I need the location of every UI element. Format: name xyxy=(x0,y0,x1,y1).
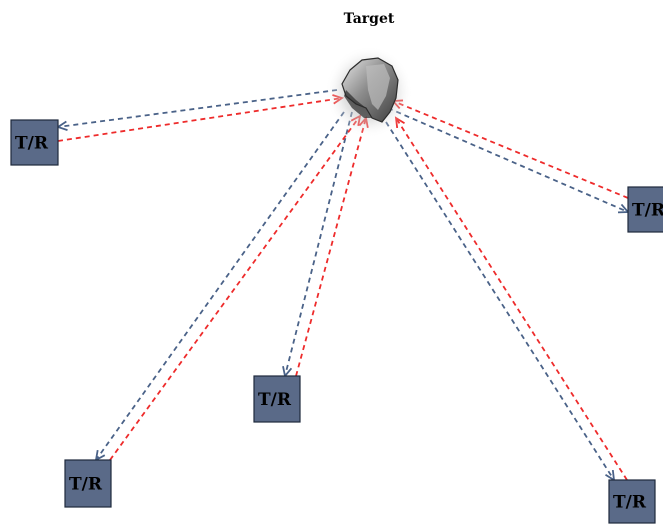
transmit-link-5 xyxy=(395,117,628,481)
tr-node-4: T/R xyxy=(64,459,112,508)
target-label: Target xyxy=(344,11,395,27)
tr-nodes: T/R T/R T/R T/R T/R xyxy=(10,119,663,524)
tr-label: T/R xyxy=(69,475,103,495)
target: Target xyxy=(325,11,413,138)
tr-label: T/R xyxy=(15,134,49,154)
tr-box xyxy=(64,459,112,508)
tr-label: T/R xyxy=(258,390,292,410)
transmit-link-1 xyxy=(57,97,343,142)
tr-box xyxy=(10,119,59,166)
receive-link-2 xyxy=(387,107,629,213)
receive-link-1 xyxy=(57,89,338,128)
tr-box xyxy=(627,186,663,233)
transmit-link-2 xyxy=(392,100,629,199)
receive-arrow-4 xyxy=(94,449,106,462)
signal-links xyxy=(55,89,630,482)
tr-node-1: T/R xyxy=(10,119,59,166)
target-shadow xyxy=(344,90,372,118)
tr-node-5: T/R xyxy=(608,479,656,524)
transmit-link-4 xyxy=(109,115,361,461)
receive-link-4 xyxy=(95,111,345,461)
tr-node-2: T/R xyxy=(627,186,663,233)
tr-label: T/R xyxy=(632,201,663,221)
tr-node-3: T/R xyxy=(253,375,301,423)
receive-link-3 xyxy=(284,111,353,377)
receive-arrow-5 xyxy=(605,469,616,482)
tr-label: T/R xyxy=(613,493,647,513)
tr-box xyxy=(608,479,656,524)
tr-box xyxy=(253,375,301,423)
transmit-link-3 xyxy=(295,117,367,377)
receive-link-5 xyxy=(385,121,615,481)
target-facet xyxy=(366,64,390,110)
